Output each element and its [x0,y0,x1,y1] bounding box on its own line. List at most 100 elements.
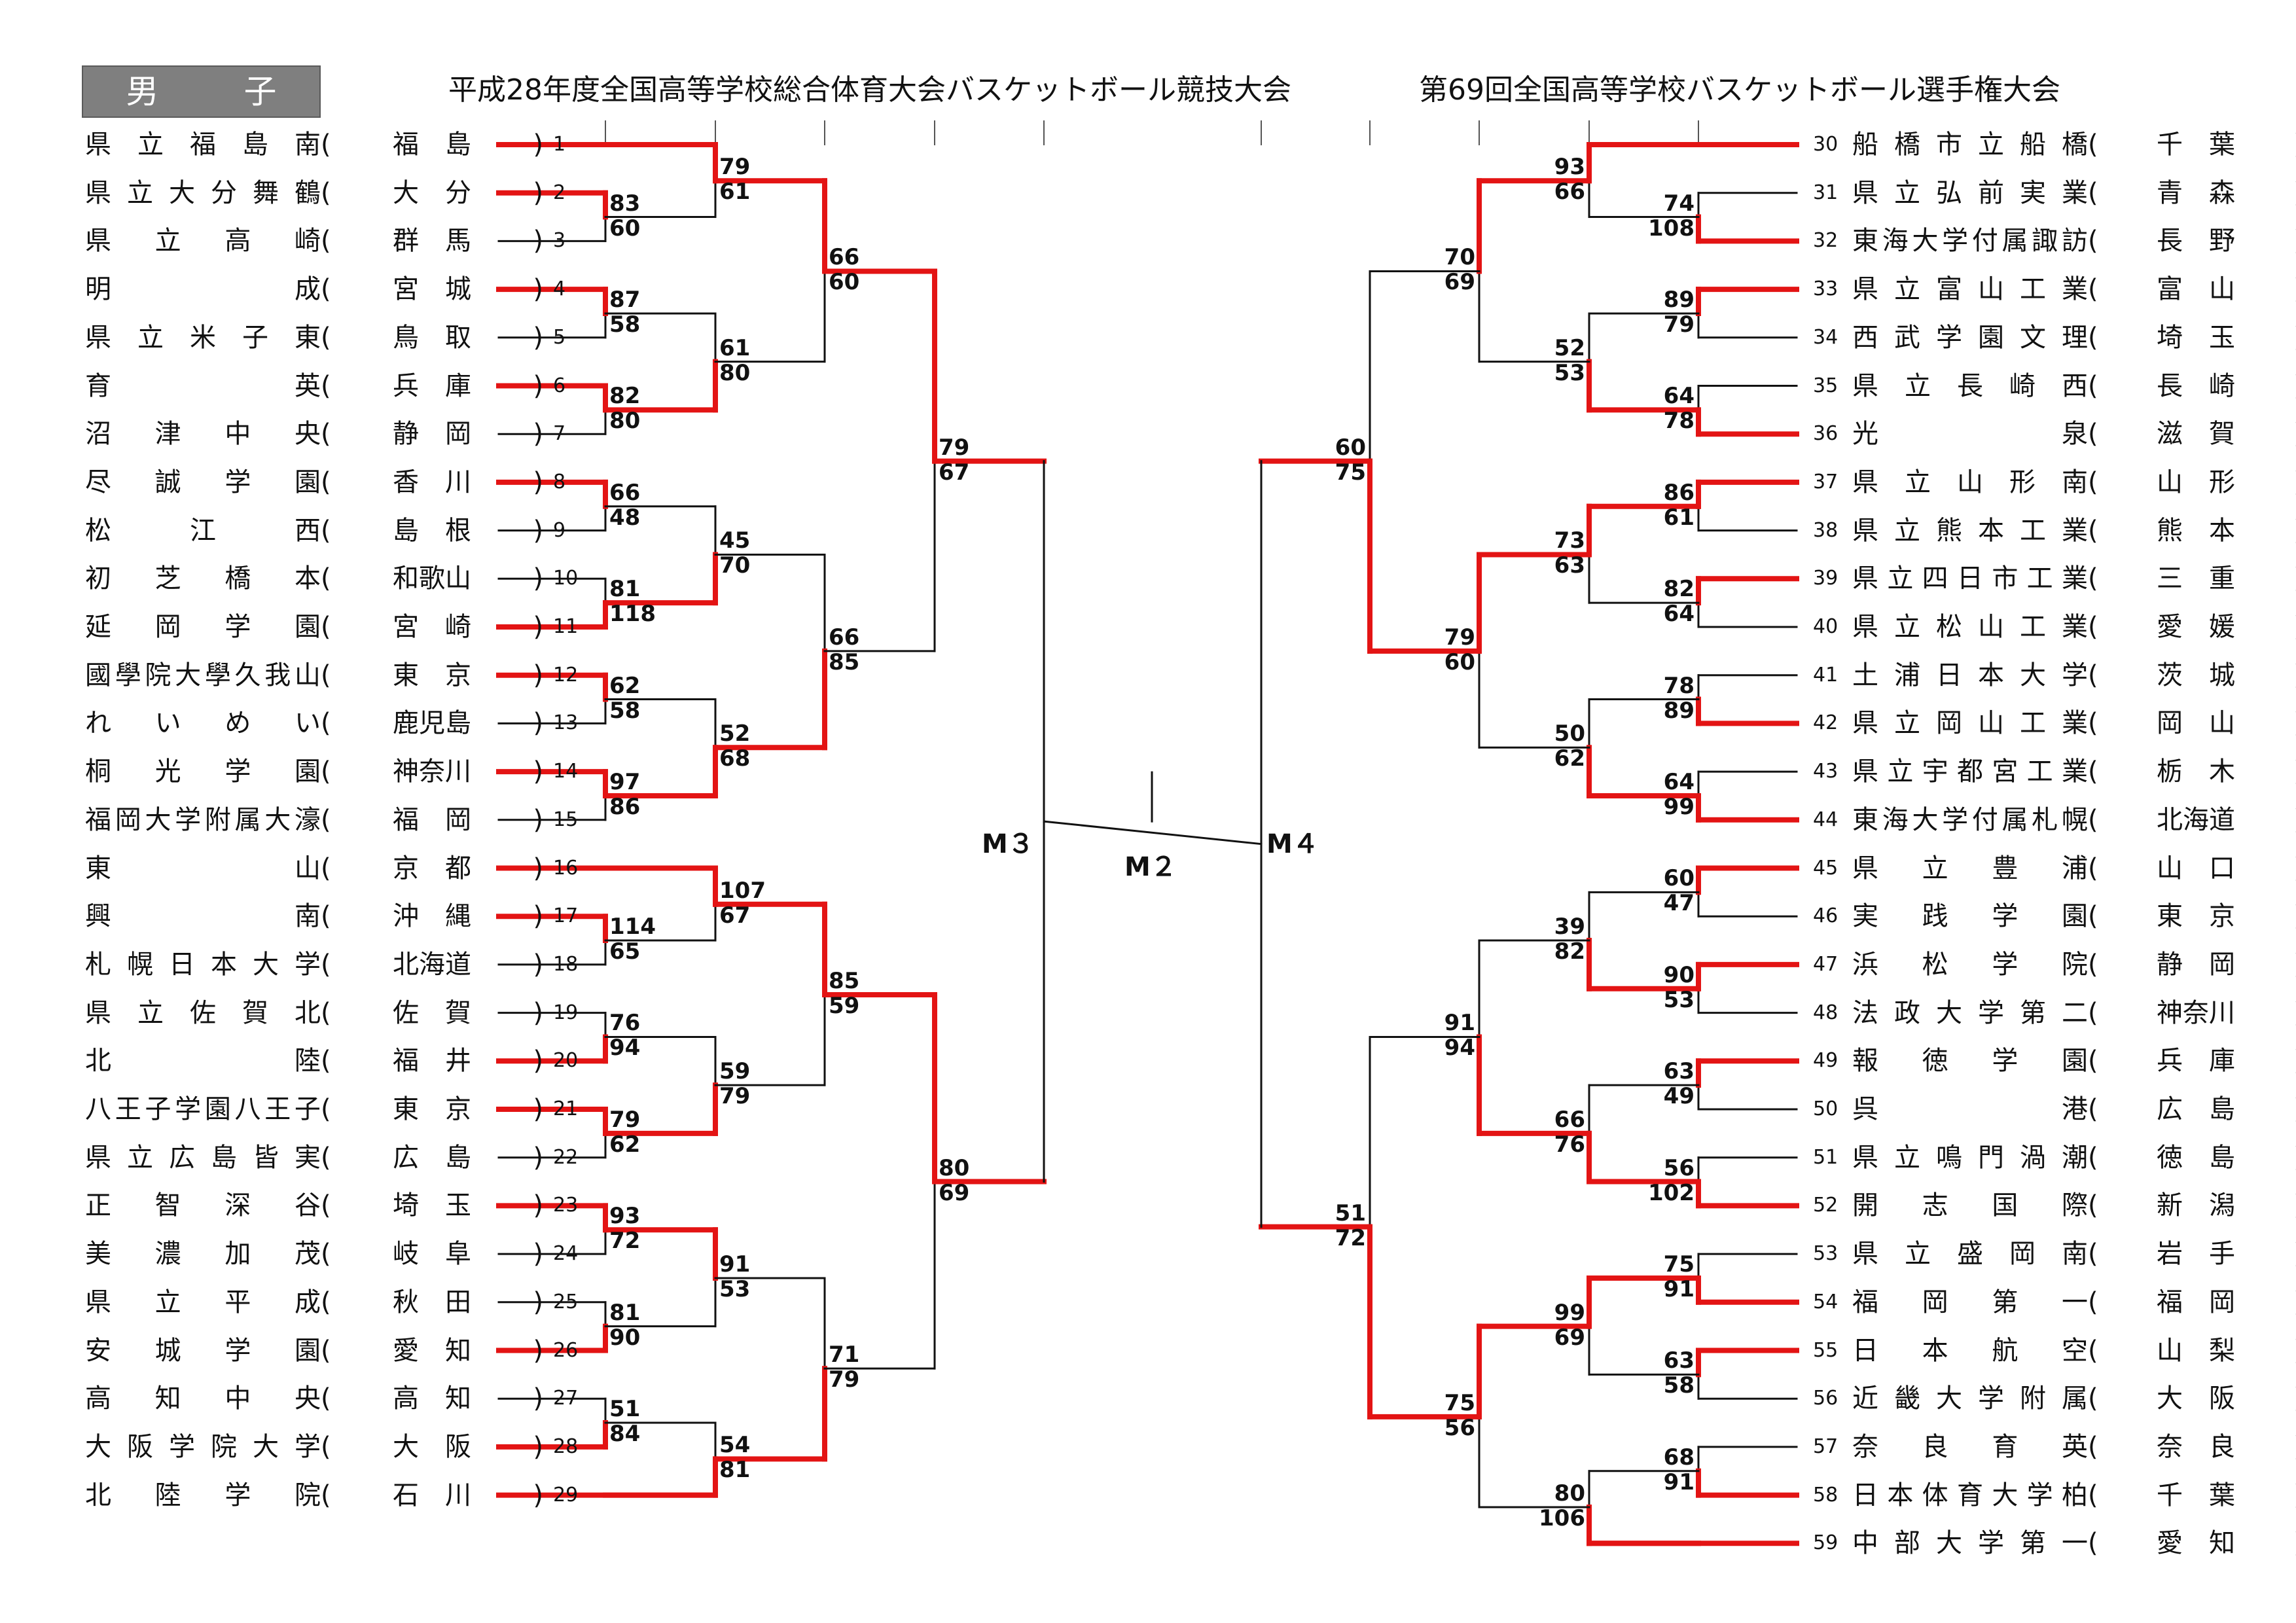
score-bottom: 53 [1554,359,1585,386]
team-number: 36 [1813,422,1839,446]
team-number: 54 [1813,1290,1839,1313]
team-name: 東海大学付属諏訪 [1852,226,2088,257]
score-bottom: 67 [939,459,970,486]
team-prefecture: (宮 崎) [321,612,543,642]
team-name: 県立高崎 [85,226,321,257]
team-name: 沼津中央 [85,419,321,450]
team-prefecture: (石 川) [321,1480,543,1510]
score-bottom: 69 [939,1179,970,1206]
team-number: 42 [1813,711,1839,735]
team-number: 15 [553,808,579,831]
team-number: 43 [1813,760,1839,783]
score-top: 83 [609,190,641,217]
score-bottom: 118 [609,601,656,628]
score-top: 52 [1554,334,1585,361]
score-top: 62 [609,672,641,699]
team-number: 56 [1813,1387,1839,1410]
score-bottom: 80 [719,359,751,386]
team-prefecture: (東 京) [321,1094,543,1124]
team-prefecture: (北海道) [321,949,543,980]
team-prefecture: (愛 媛) [2088,612,2296,642]
score-bottom: 60 [829,269,860,296]
score-top: 93 [609,1203,641,1230]
team-number: 34 [1813,325,1839,349]
team-number: 13 [553,711,579,735]
team-number: 9 [553,518,566,542]
team-number: 8 [553,470,566,493]
team-name: 県立盛岡南 [1852,1239,2088,1270]
score-bottom: 106 [1539,1505,1585,1532]
team-prefecture: (沖 縄) [321,901,543,932]
team-name: 西武学園文理 [1852,322,2088,353]
score-bottom: 63 [1554,552,1585,579]
team-number: 3 [553,229,566,253]
team-number: 55 [1813,1338,1839,1362]
team-name: 東山 [85,853,321,883]
team-prefecture: (兵 庫) [321,370,543,401]
score-bottom: 72 [609,1228,641,1255]
team-name: 県立松山工業 [1852,612,2088,642]
score-top: 74 [1663,190,1695,217]
team-name: 県立熊本工業 [1852,515,2088,546]
team-prefecture: (福 岡) [2088,1287,2296,1317]
score-top: 76 [609,1010,641,1037]
team-name: 県立福島南 [85,130,321,160]
team-number: 1 [553,133,566,156]
score-bottom: 108 [1648,215,1695,241]
team-prefecture: (千 葉) [2088,1480,2296,1510]
score-top: 71 [829,1342,860,1368]
score-bottom: 86 [609,793,641,820]
score-top: 59 [719,1058,751,1085]
team-name: 県立米子東 [85,322,321,353]
final-label-m2: M２ [1124,852,1177,882]
score-bottom: 59 [829,992,860,1019]
team-prefecture: (岐 阜) [321,1239,543,1270]
score-top: 66 [1554,1106,1585,1133]
score-bottom: 58 [609,697,641,724]
team-name: 福岡第一 [1852,1287,2088,1317]
team-number: 28 [553,1435,579,1458]
team-prefecture: (大 阪) [2088,1383,2296,1414]
team-prefecture: (和歌山) [321,563,543,594]
team-name: 國學院大學久我山 [85,660,321,690]
team-prefecture: (長 野) [2088,226,2296,257]
team-number: 7 [553,422,566,446]
team-name: 安城学園 [85,1335,321,1366]
score-bottom: 67 [719,902,751,929]
score-top: 70 [1444,244,1475,271]
score-bottom: 48 [609,504,641,531]
team-name: 延岡学園 [85,612,321,642]
team-prefecture: (東 京) [321,660,543,690]
team-number: 37 [1813,470,1839,493]
score-bottom: 61 [719,179,751,205]
score-top: 75 [1663,1251,1695,1277]
score-top: 51 [1335,1200,1366,1226]
team-number: 20 [553,1049,579,1073]
team-prefecture: (福 岡) [321,804,543,835]
team-prefecture: (佐 賀) [321,997,543,1028]
score-bottom: 64 [1663,601,1695,628]
final-label-m4: M４ [1266,829,1319,859]
team-name: 呉港 [1852,1094,2088,1124]
score-top: 73 [1554,527,1585,554]
team-prefecture: (鹿児島) [321,708,543,739]
score-bottom: 70 [719,552,751,579]
team-number: 16 [553,856,579,880]
team-name: 北陸 [85,1046,321,1077]
score-bottom: 61 [1663,504,1695,531]
team-number: 50 [1813,1097,1839,1120]
score-top: 50 [1554,721,1585,747]
team-name: 高知中央 [85,1383,321,1414]
team-number: 21 [553,1097,579,1120]
team-prefecture: (静 岡) [321,419,543,450]
team-prefecture: (静 岡) [2088,949,2296,980]
score-top: 81 [609,1299,641,1326]
team-name: 実践学園 [1852,901,2088,932]
team-number: 25 [553,1290,579,1313]
team-number: 24 [553,1242,579,1266]
score-top: 60 [1663,865,1695,892]
team-prefecture: (青 森) [2088,177,2296,208]
score-bottom: 53 [719,1275,751,1302]
score-bottom: 85 [829,649,860,675]
